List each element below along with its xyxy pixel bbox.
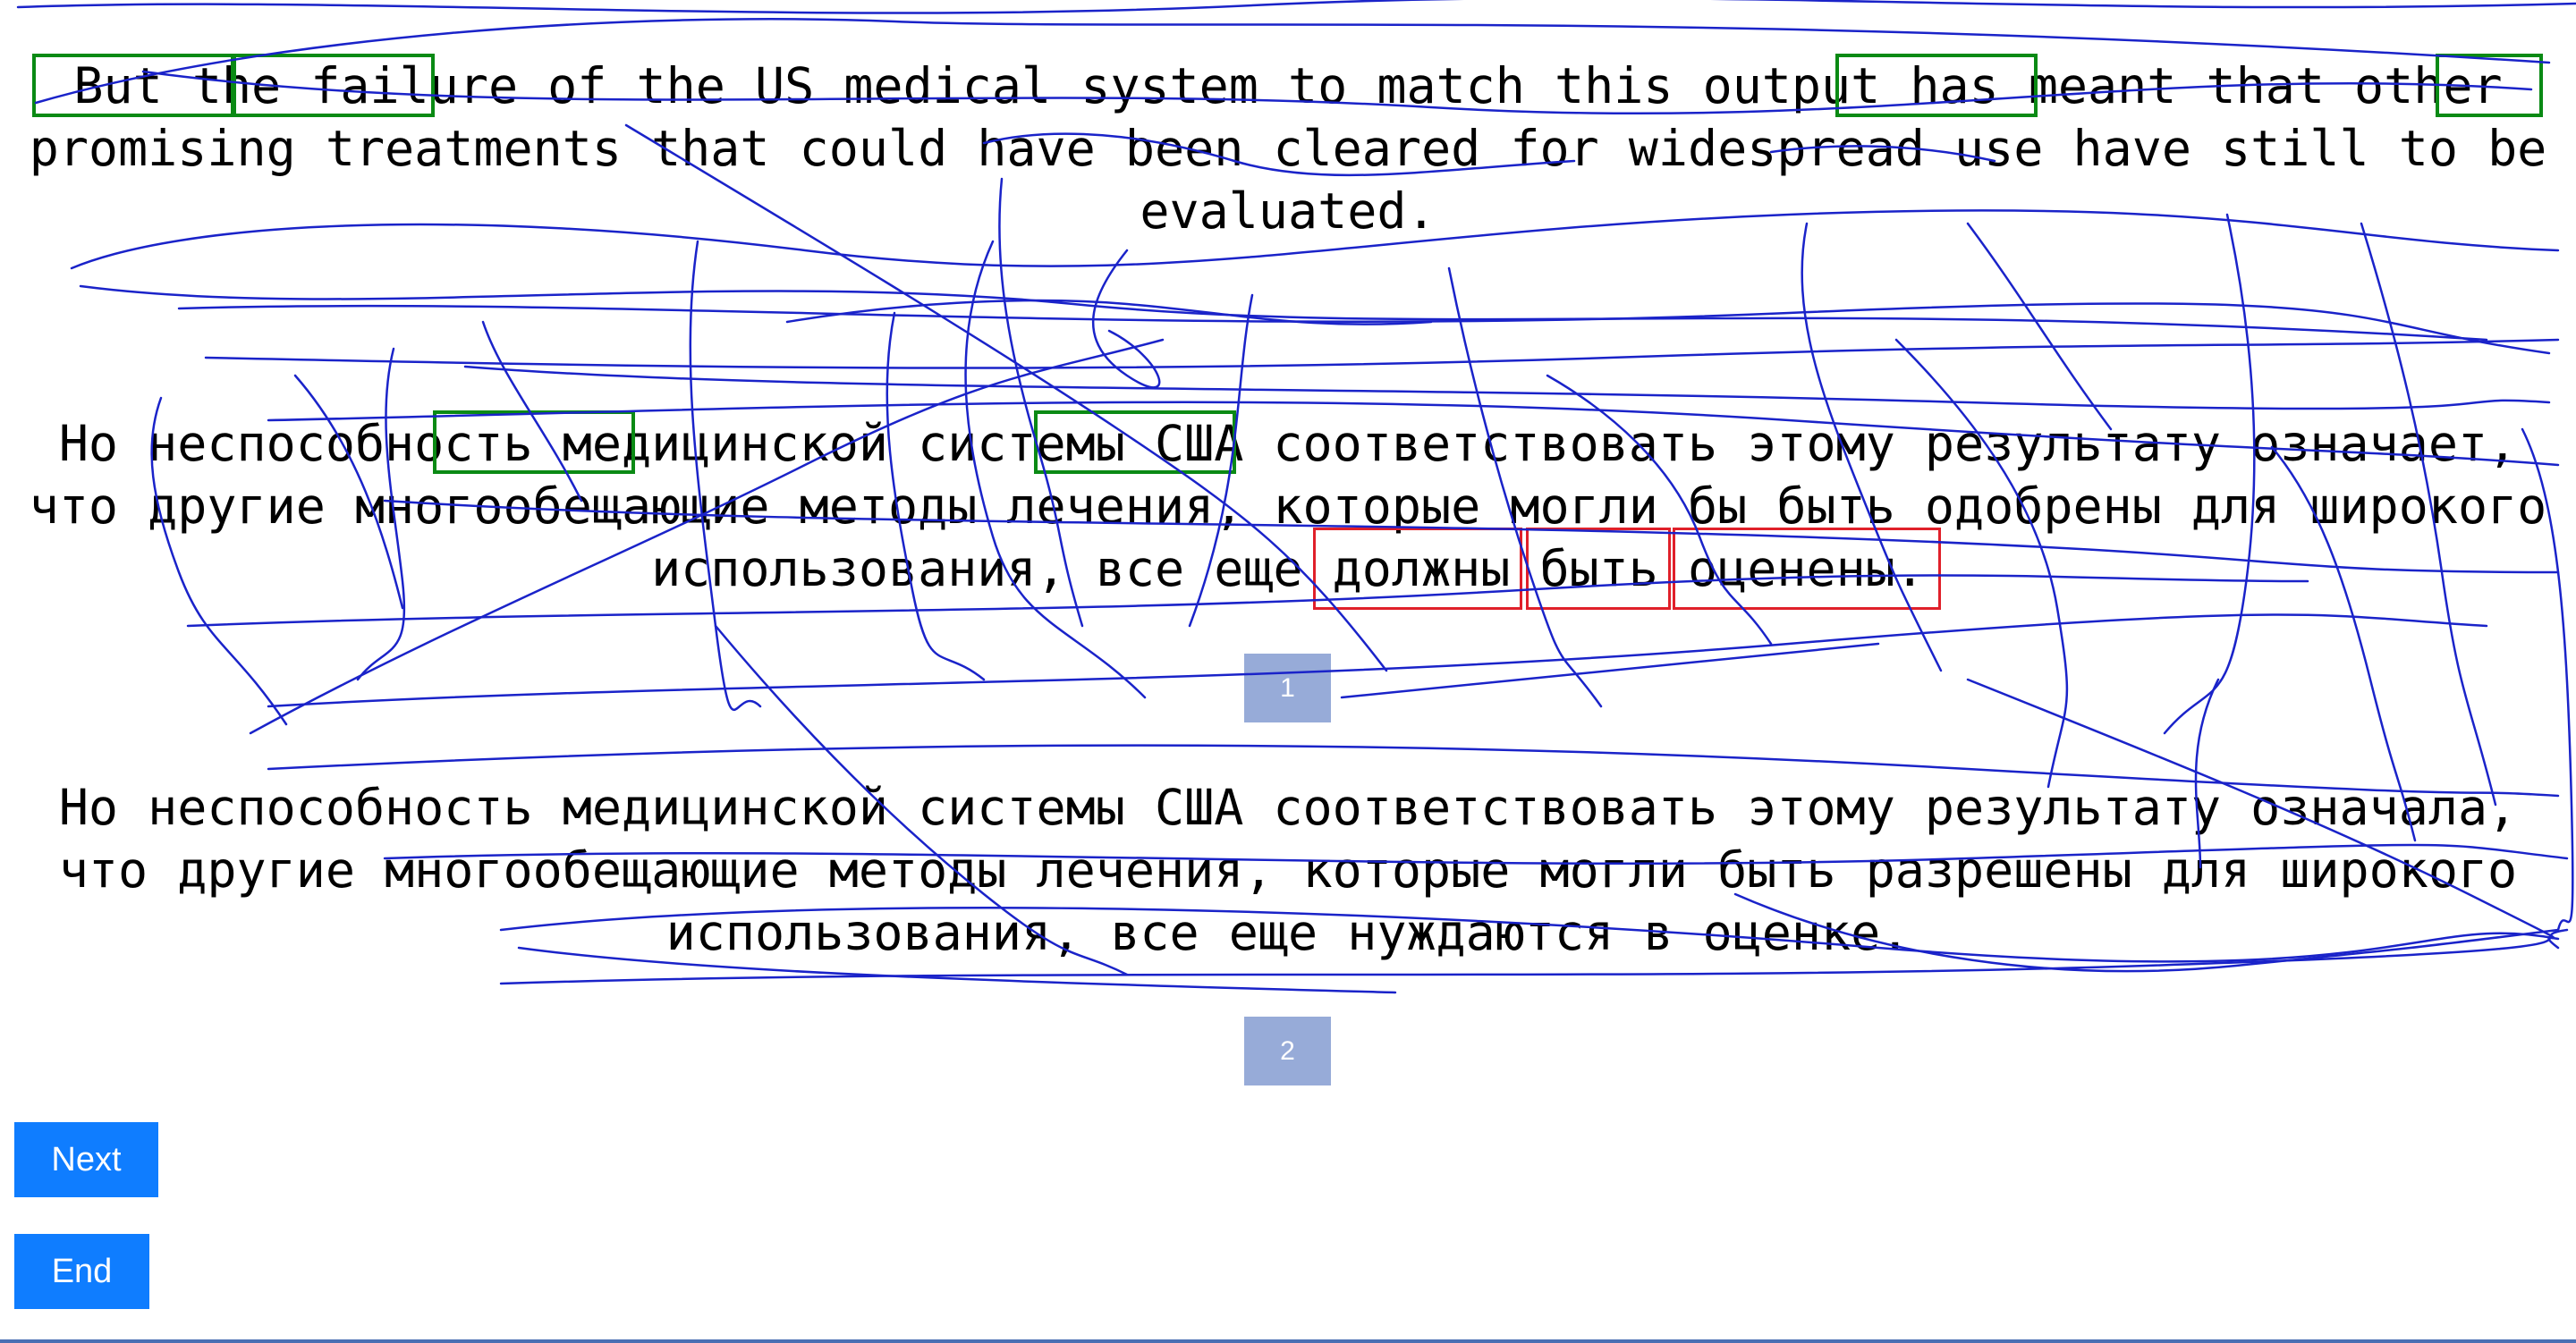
highlight-source-other	[2436, 54, 2543, 117]
highlight-trans1-sistemy-ssha	[1034, 410, 1236, 474]
highlight-source-failure	[233, 54, 435, 117]
highlight-trans1-otseneny	[1673, 528, 1941, 610]
translation-1-text: Но неспособность медицинской системы США…	[29, 415, 2547, 597]
highlight-trans1-nesposobnost	[433, 410, 635, 474]
translation-2-select-button[interactable]: 2	[1244, 1017, 1331, 1085]
next-button[interactable]: Next	[14, 1122, 158, 1197]
translation-2-text: Но неспособность медицинской системы США…	[58, 779, 2518, 961]
highlight-source-but-the	[32, 54, 234, 117]
translation-1-select-button[interactable]: 1	[1244, 654, 1331, 722]
highlight-trans1-dolzhny	[1313, 528, 1522, 610]
highlight-trans1-byt	[1526, 528, 1671, 610]
highlight-source-has	[1835, 54, 2038, 117]
bottom-divider	[0, 1339, 2576, 1343]
end-button[interactable]: End	[14, 1234, 149, 1309]
